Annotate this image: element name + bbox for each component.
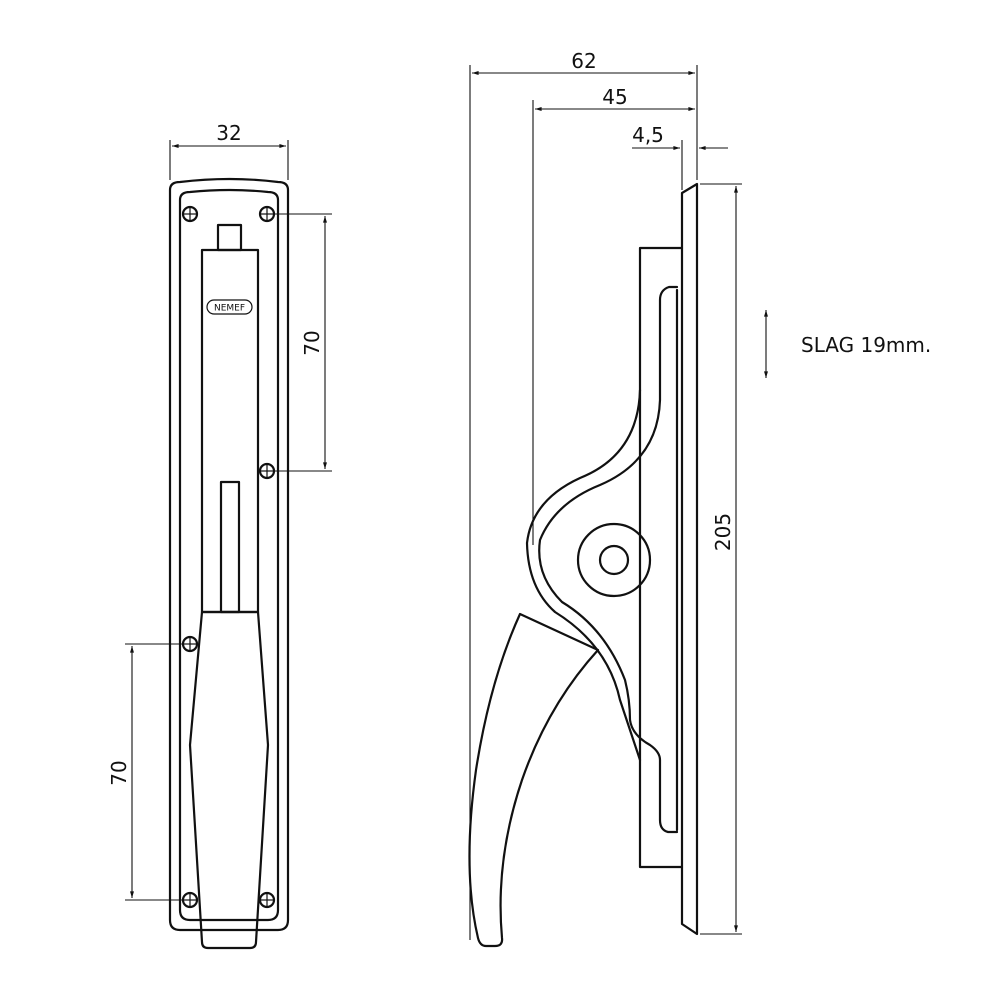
screw-hole-middle-left: [181, 635, 199, 653]
side-body-outline: [525, 388, 642, 762]
bolt-slot: [219, 480, 241, 614]
screw-hole-bottom-right: [258, 891, 276, 909]
side-mounting-plate: [680, 182, 699, 936]
front-view: NEMEF: [168, 177, 290, 950]
stroke-indicator: SLAG 19mm.: [764, 310, 931, 378]
front-outer-plate: [168, 177, 290, 932]
screw-hole-bottom-left: [181, 891, 199, 909]
dimension-label-front-lower-spacing: 70: [107, 760, 131, 785]
side-view: [468, 182, 699, 948]
dimension-label-side-total-depth: 62: [571, 49, 596, 73]
dimension-label-side-total-height: 205: [711, 513, 735, 551]
dimension-side-plate-thickness: 4,5: [632, 123, 728, 190]
front-inner-plate: [178, 188, 280, 922]
dimension-front-width: 32: [169, 121, 289, 180]
front-handle: [188, 610, 270, 950]
dimension-label-side-plate-thickness: 4,5: [632, 123, 664, 147]
dimension-label-side-handle-depth: 45: [602, 85, 627, 109]
bolt-tip: [216, 223, 243, 252]
side-rear-body: [638, 246, 684, 869]
dimension-side-handle-depth: 45: [532, 85, 695, 545]
stroke-note: SLAG 19mm.: [801, 333, 931, 357]
dimension-side-total-height: 205: [700, 183, 742, 935]
dimension-side-total-depth: 62: [469, 49, 698, 940]
dimension-label-front-width: 32: [216, 121, 241, 145]
pivot-outer: [576, 522, 652, 598]
screw-hole-top-left: [181, 205, 199, 223]
brand-label: NEMEF: [214, 304, 245, 314]
screw-hole-top-right: [258, 205, 276, 223]
side-lever-handle: [468, 612, 600, 948]
pivot-inner: [598, 544, 630, 576]
dimension-front-lower-spacing: 70: [107, 643, 185, 901]
dimension-front-upper-spacing: 70: [275, 213, 332, 472]
dimension-label-front-upper-spacing: 70: [300, 330, 324, 355]
side-cam-housing-inner: [538, 285, 679, 834]
brand-badge: NEMEF: [206, 299, 253, 315]
screw-hole-middle-right: [258, 462, 276, 480]
